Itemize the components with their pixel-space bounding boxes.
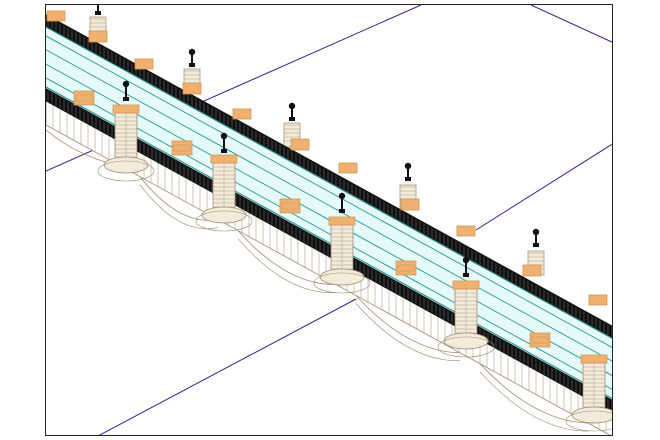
lamp-head xyxy=(338,192,346,200)
handrail xyxy=(46,88,612,402)
arch-curve-inner xyxy=(237,238,337,293)
pier-footing xyxy=(319,268,365,286)
lamp-base xyxy=(221,149,227,153)
lamp-head xyxy=(462,256,470,264)
lane-line xyxy=(46,49,612,362)
lamp-base xyxy=(339,209,345,213)
lamp-base xyxy=(95,11,101,15)
lamp-head xyxy=(404,162,412,170)
pedestal-panel xyxy=(281,202,299,210)
lamp-head xyxy=(288,102,296,110)
arch-curve-inner xyxy=(139,184,219,230)
lamp-head xyxy=(532,228,540,236)
pier-footing-outline xyxy=(195,210,253,232)
far-pier-cap xyxy=(134,58,154,70)
far-balustrade xyxy=(46,14,612,338)
pier-footing xyxy=(201,206,247,224)
pedestal-panel xyxy=(173,144,191,152)
drawing-viewport[interactable] xyxy=(45,4,613,436)
far-rail-pedestal xyxy=(88,30,108,43)
pier-footing-outline xyxy=(565,410,612,432)
rail-pedestal xyxy=(73,90,95,106)
pier-cap xyxy=(328,216,356,226)
lamp-head xyxy=(220,132,228,140)
pier-cap xyxy=(210,154,238,164)
arch-curve xyxy=(355,295,461,354)
pier-footing xyxy=(443,332,489,350)
ground-line xyxy=(530,5,612,43)
pier-cap xyxy=(112,104,140,114)
far-rail-pedestal xyxy=(182,82,202,95)
bridge-cad-drawing xyxy=(46,5,612,435)
arch-curve xyxy=(237,230,337,285)
bridge-deck xyxy=(46,26,612,399)
deck-near-edge xyxy=(46,86,612,399)
lamp-base xyxy=(123,97,129,101)
lamp-base xyxy=(405,177,411,181)
pedestal-panel xyxy=(75,94,93,102)
arch-curve-inner xyxy=(479,371,589,432)
lamp-head xyxy=(122,80,130,88)
ground-line xyxy=(98,298,357,435)
pedestal-panel xyxy=(531,336,549,344)
lamp-base xyxy=(289,117,295,121)
pier-cap xyxy=(580,354,608,364)
lane-line xyxy=(46,35,612,348)
rail-pedestal xyxy=(529,332,551,348)
pier-footing-outline xyxy=(97,160,155,182)
piers xyxy=(46,10,612,432)
rail-pedestal xyxy=(171,140,193,156)
lane-line xyxy=(46,77,612,390)
far-pier-cap xyxy=(456,225,476,237)
lamp-posts xyxy=(95,5,540,277)
pier-footing-outline xyxy=(437,336,495,358)
far-pier-cap xyxy=(338,162,358,174)
far-rail-pedestal xyxy=(522,264,542,277)
rail-pedestal xyxy=(279,198,301,214)
arch-curve-inner xyxy=(355,303,461,362)
arch-curve xyxy=(479,363,589,424)
lamp-base xyxy=(463,273,469,277)
pier-footing xyxy=(571,406,612,424)
lamp-base xyxy=(189,63,195,67)
far-rail-pedestal xyxy=(290,138,310,151)
far-rail-pedestal xyxy=(400,198,420,211)
deck-far-edge xyxy=(46,26,612,339)
ground-line xyxy=(475,143,612,231)
far-pier-cap xyxy=(588,294,608,306)
far-pier-cap xyxy=(232,108,252,120)
lamp-base xyxy=(533,243,539,247)
pedestal-panel xyxy=(397,264,415,272)
pier-footing-outline xyxy=(313,272,371,294)
pier-footing xyxy=(103,156,149,174)
lamp-head xyxy=(188,48,196,56)
pier-cap xyxy=(452,280,480,290)
rail-pedestal xyxy=(395,260,417,276)
far-pier-cap xyxy=(46,10,66,22)
